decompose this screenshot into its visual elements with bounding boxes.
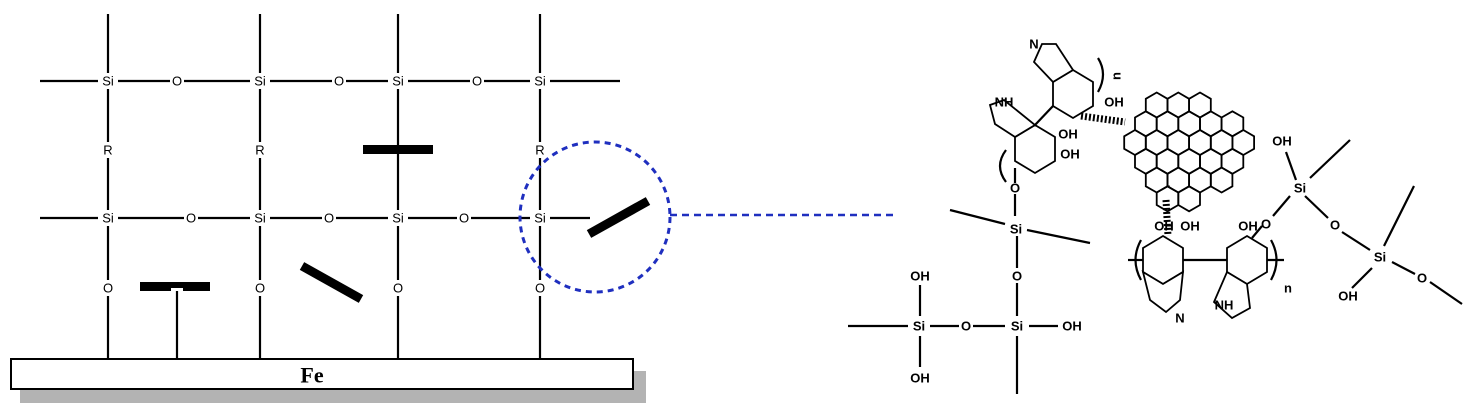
oh-group: OH [1338, 289, 1358, 304]
si-atom: Si [1010, 222, 1022, 237]
graphene-hexagon [1177, 185, 1201, 213]
hatched-bonds [1080, 112, 1172, 237]
si-o-right-bond [1391, 261, 1416, 275]
o-atom: O [459, 211, 469, 226]
fe-substrate: Fe [10, 358, 646, 403]
graphene-hexagon [1209, 166, 1234, 194]
si-oh-up-bond [1284, 151, 1298, 181]
oh-group: OH [1154, 219, 1174, 234]
si-atom: Si [102, 211, 114, 226]
o-atom: O [103, 281, 113, 296]
si-atom: Si [1374, 250, 1386, 265]
oh-group: OH [1272, 134, 1292, 149]
si-atom: Si [534, 74, 546, 89]
siloxane-network-bonds [40, 14, 620, 359]
o-atom: O [1012, 269, 1022, 284]
o-atom: O [393, 281, 403, 296]
graphene-sheet [1123, 91, 1255, 213]
o-atom: O [255, 281, 265, 296]
t-flake-notch [171, 288, 183, 291]
si-atom: Si [1011, 319, 1023, 334]
oh-group: OH [1104, 95, 1124, 110]
phenoxy-si-right-bond [1272, 195, 1291, 217]
upper-indoline-ring [988, 98, 1037, 139]
si-o-down-bond [1304, 195, 1329, 219]
oh-group: OH [910, 371, 930, 386]
left-siloxane-chain: O Si O Si OH O Si OH OH [848, 181, 1091, 394]
si-upright-bond [1309, 139, 1351, 179]
imine-n-label: N [1175, 311, 1184, 326]
tilted-flake-upper [586, 197, 651, 238]
si-atom: Si [534, 211, 546, 226]
si-atom: Si [102, 74, 114, 89]
upper-pyrrole-ring [1032, 43, 1075, 84]
si-atom: Si [1294, 181, 1306, 196]
upper-polymer-unit [988, 43, 1105, 216]
oh-group: OH [1060, 147, 1080, 162]
oh-group: OH [1058, 127, 1078, 142]
o-atom: O [1010, 181, 1020, 196]
upper-repeat-bracket [1097, 57, 1105, 93]
oh-group: OH [1238, 219, 1258, 234]
amine-nh-label: NH [1215, 298, 1234, 313]
graphene-flakes [140, 145, 651, 303]
horizontal-flake [363, 145, 433, 154]
oh-group: OH [1180, 219, 1200, 234]
highlight-circle [518, 140, 672, 294]
si-atom: Si [913, 319, 925, 334]
o-si-down-bond [1341, 231, 1371, 251]
substrate-bar [10, 358, 634, 390]
o-atom: O [186, 211, 196, 226]
polymer-labels: N NH OH OH OH OH OH OH N NH n n - [995, 37, 1292, 326]
repeat-index-n-rotated: n [1109, 72, 1124, 80]
o-atom: O [1417, 271, 1427, 286]
r-linker: R [255, 143, 264, 158]
oh-group: OH [910, 269, 930, 284]
lower-pyrrole-ring [1141, 270, 1185, 314]
imine-n-label: N [1029, 37, 1038, 52]
lower-left-bracket [998, 149, 1007, 183]
magnifier-highlight [518, 140, 895, 294]
amine-nh-label: NH [995, 95, 1014, 110]
si-atom: Si [392, 211, 404, 226]
lower-indoline-ring [1212, 270, 1251, 320]
t-flake-bar [140, 282, 210, 291]
o-atom: O [535, 281, 545, 296]
tilted-flake-lower [299, 262, 364, 303]
o-atom: O [172, 74, 182, 89]
molecular-structure: O Si O Si OH O Si OH OH O Si OH O Si [848, 37, 1463, 394]
lower-phenoxy-bond [1251, 225, 1263, 239]
siloxane-network-atoms: Si O Si O Si O Si R R R Si O Si O Si O S… [98, 73, 550, 296]
oh-group: OH [1062, 319, 1082, 334]
o-atom: O [961, 319, 971, 334]
substrate-label: Fe [300, 363, 323, 388]
si-atom: Si [254, 211, 266, 226]
lower-polymer-unit [1128, 225, 1284, 320]
si-right-bond [1026, 228, 1091, 245]
o-tail-bond [1429, 281, 1463, 305]
r-linker: R [535, 143, 544, 158]
right-siloxane-chain: O Si OH O Si O OH [1261, 134, 1463, 305]
o-atom: O [1330, 218, 1340, 233]
repeat-index-n: n [1284, 281, 1292, 296]
si-left-bond [949, 208, 1006, 226]
r-linker: R [103, 143, 112, 158]
si-upright2-bond [1383, 185, 1415, 247]
o-atom: O [1261, 217, 1271, 232]
o-atom: O [472, 74, 482, 89]
o-atom: O [334, 74, 344, 89]
si-atom: Si [254, 74, 266, 89]
upper-ring-link [1034, 105, 1054, 126]
si-atom: Si [392, 74, 404, 89]
charge-minus-sign: - [1166, 178, 1170, 193]
hatched-bond-upper [1080, 112, 1126, 126]
si-oh-down-bond [1351, 267, 1373, 289]
o-atom: O [324, 211, 334, 226]
